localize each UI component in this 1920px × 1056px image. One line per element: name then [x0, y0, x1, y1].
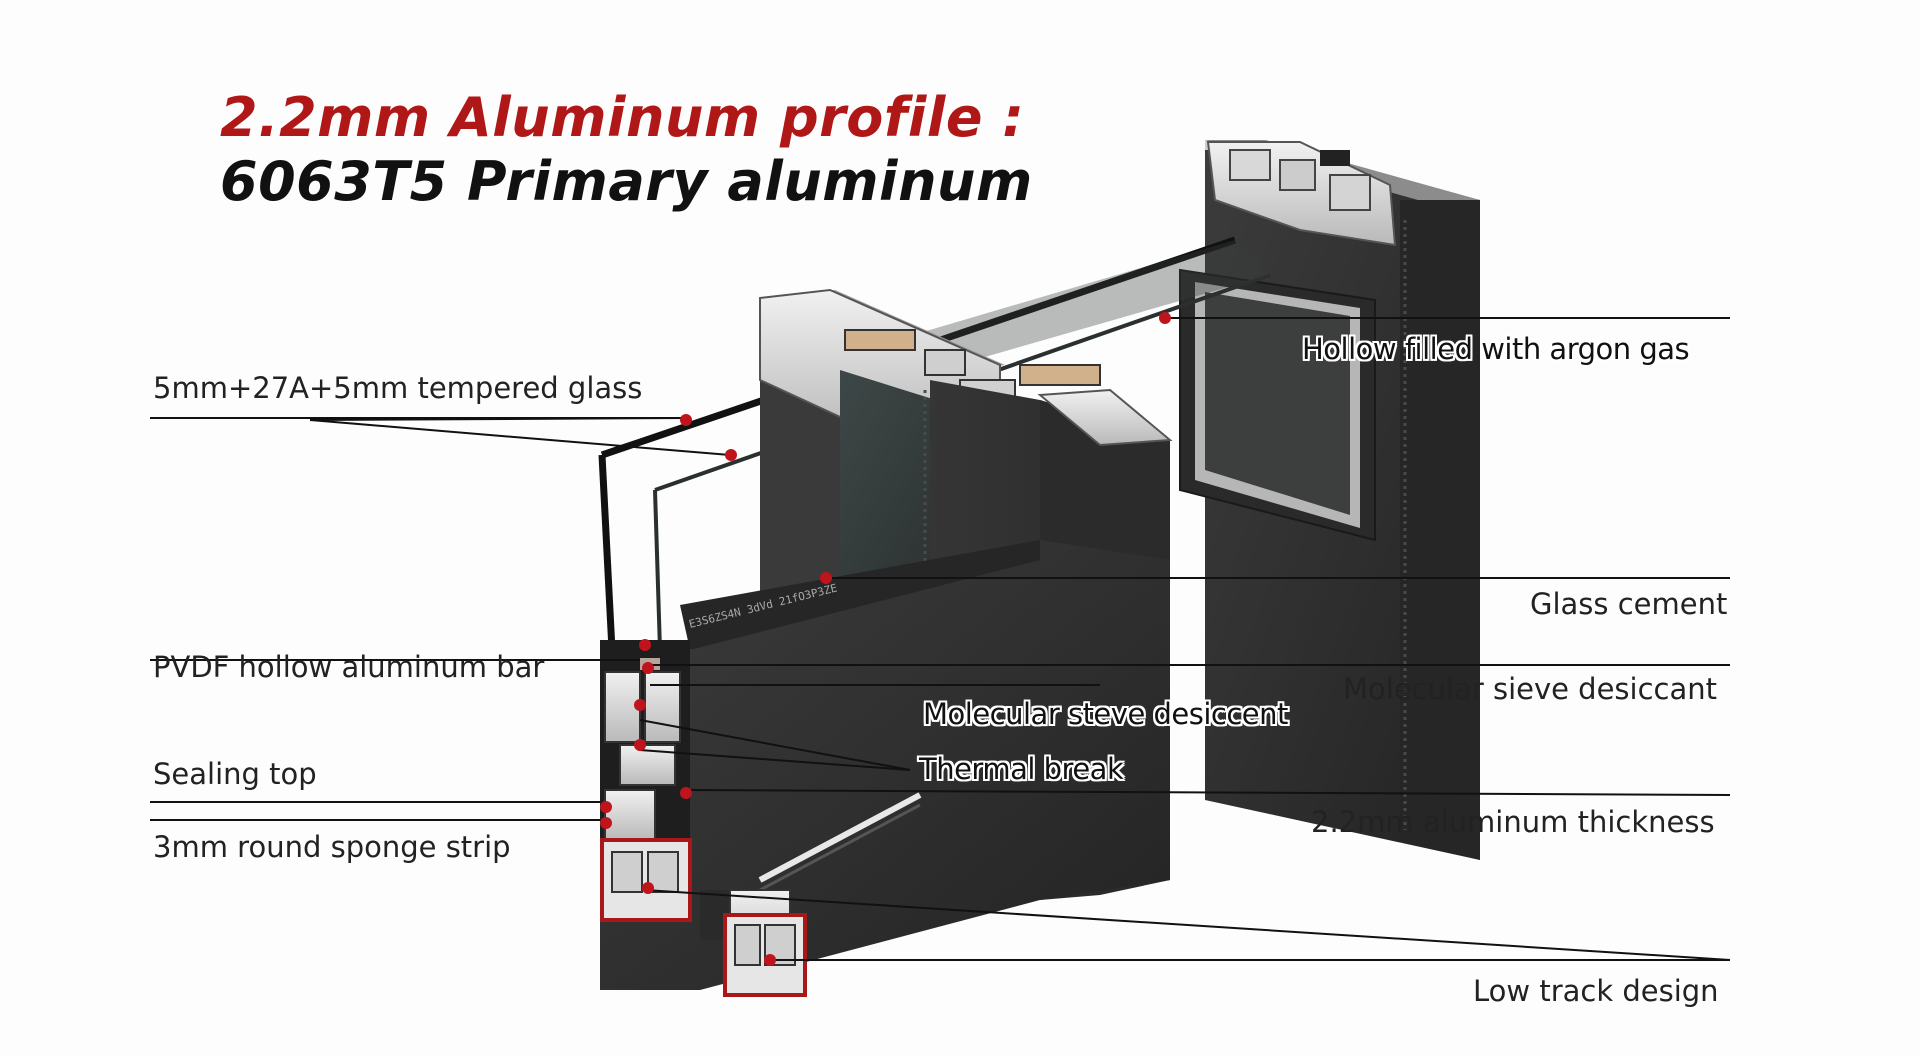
bottom-profile-section — [600, 640, 807, 997]
label-glass-cement: Glass cement — [1530, 587, 1728, 621]
marker-thermal-2 — [634, 739, 646, 751]
label-pvdf-bar: PVDF hollow aluminum bar — [153, 650, 545, 684]
title-line-2: 6063T5 Primary aluminum — [220, 150, 1033, 213]
title-line-1: 2.2mm Aluminum profile : — [220, 86, 1025, 149]
marker-desiccant — [642, 662, 654, 674]
label-desiccant-right: Molecular sieve desiccant — [1343, 672, 1718, 706]
right-back-frame — [1179, 140, 1480, 860]
callout-markers — [600, 312, 1171, 966]
label-sponge-strip: 3mm round sponge strip — [153, 830, 511, 864]
label-desiccant-center: Molecular steve desiccent — [923, 697, 1288, 731]
label-sealing-top: Sealing top — [153, 757, 317, 791]
marker-argon — [1159, 312, 1171, 324]
label-low-track: Low track design — [1473, 974, 1719, 1008]
label-tempered-glass: 5mm+27A+5mm tempered glass — [153, 371, 643, 405]
marker-thickness — [680, 787, 692, 799]
marker-track-left — [642, 882, 654, 894]
marker-glass-inner — [725, 449, 737, 461]
label-thermal-break: Thermal break — [919, 752, 1124, 786]
label-argon-gas: Hollow filled with argon gas — [1302, 332, 1690, 366]
marker-glass-outer — [680, 414, 692, 426]
marker-sealing — [600, 801, 612, 813]
leader-lines — [150, 317, 1731, 961]
marker-cement — [820, 572, 832, 584]
marker-track-right — [764, 954, 776, 966]
marker-thermal-1 — [634, 699, 646, 711]
marker-sponge — [600, 817, 612, 829]
label-aluminum-thickness: 2.2mm aluminum thickness — [1311, 805, 1715, 839]
marker-pvdf — [639, 639, 651, 651]
